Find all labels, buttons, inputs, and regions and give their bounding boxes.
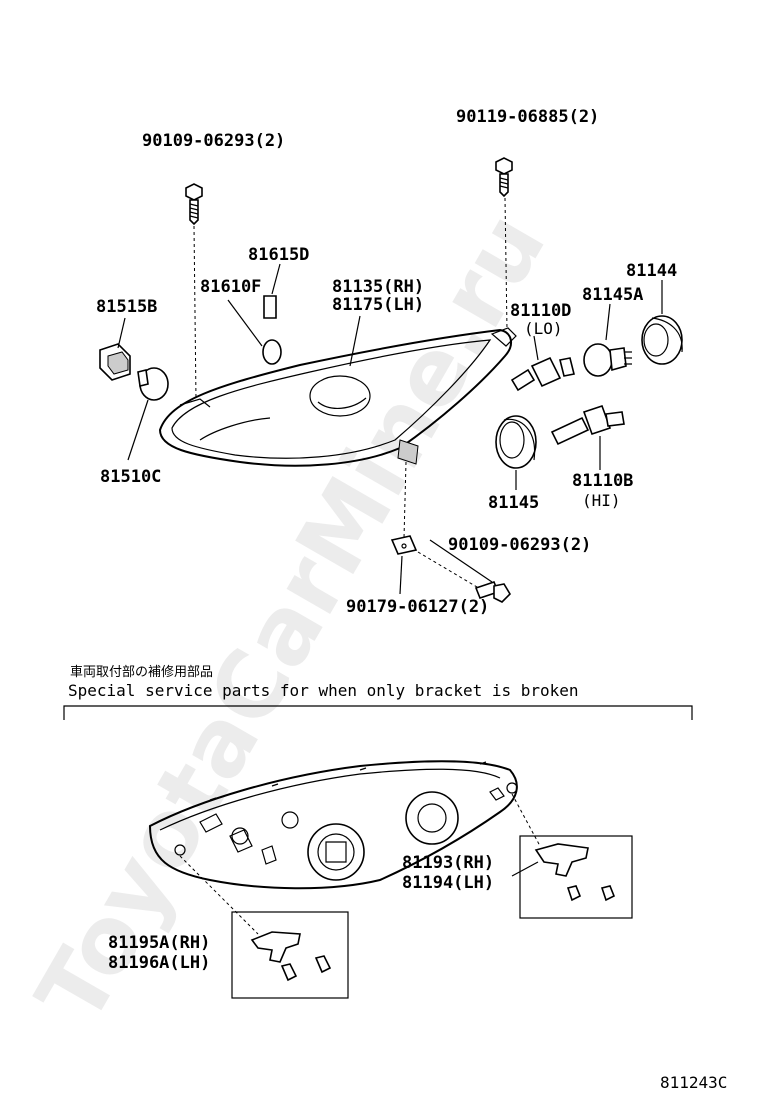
bulb-81110d: [510, 356, 575, 392]
bulb-81610f: [262, 295, 282, 365]
label-81515b: 81515B: [96, 297, 157, 317]
headlamp-assembly: [158, 327, 517, 467]
watermark: ToyotaCarMine.ru: [16, 195, 566, 1041]
cap-81145a: [583, 343, 632, 377]
bulb-81110b: [550, 404, 625, 446]
bolt-90109-bottom: [474, 581, 512, 603]
label-81144: 81144: [626, 261, 677, 281]
label-81145a: 81145A: [582, 285, 643, 305]
label-81110d-lo: (LO): [524, 319, 563, 338]
clip-90179: [390, 535, 418, 555]
label-81615d: 81615D: [248, 245, 309, 265]
label-81175: 81175(LH): [332, 295, 424, 315]
bulb-81510c: [137, 367, 169, 401]
bolt-90119: [495, 157, 513, 198]
bracket-box-rh: [519, 835, 633, 919]
label-90179: 90179-06127(2): [346, 597, 489, 617]
ring-81144: [641, 315, 683, 365]
label-90109-top: 90109-06293(2): [142, 131, 285, 151]
label-81145: 81145: [488, 493, 539, 513]
label-90119: 90119-06885(2): [456, 107, 599, 127]
note-japanese: 車両取付部の補修用部品: [70, 665, 213, 680]
socket-81515b: [99, 343, 131, 381]
label-81510c: 81510C: [100, 467, 161, 487]
ring-81145: [495, 415, 537, 469]
label-81110b: 81110B: [572, 471, 633, 491]
note-english: Special service parts for when only brac…: [68, 681, 579, 700]
label-81196a: 81196A(LH): [108, 953, 210, 973]
bolt-90109-top: [185, 183, 203, 226]
bracket-box-lh: [231, 911, 349, 999]
label-81193: 81193(RH): [402, 853, 494, 873]
label-81194: 81194(LH): [402, 873, 494, 893]
label-81135: 81135(RH): [332, 277, 424, 297]
label-81195a: 81195A(RH): [108, 933, 210, 953]
label-81110d: 81110D: [510, 301, 571, 321]
label-81610f: 81610F: [200, 277, 261, 297]
note-bracket: [63, 705, 693, 720]
diagram-code: 811243C: [660, 1073, 727, 1092]
label-90109-bottom: 90109-06293(2): [448, 535, 591, 555]
headlamp-rear-view: [148, 760, 518, 890]
label-81110b-hi: (HI): [582, 491, 621, 510]
